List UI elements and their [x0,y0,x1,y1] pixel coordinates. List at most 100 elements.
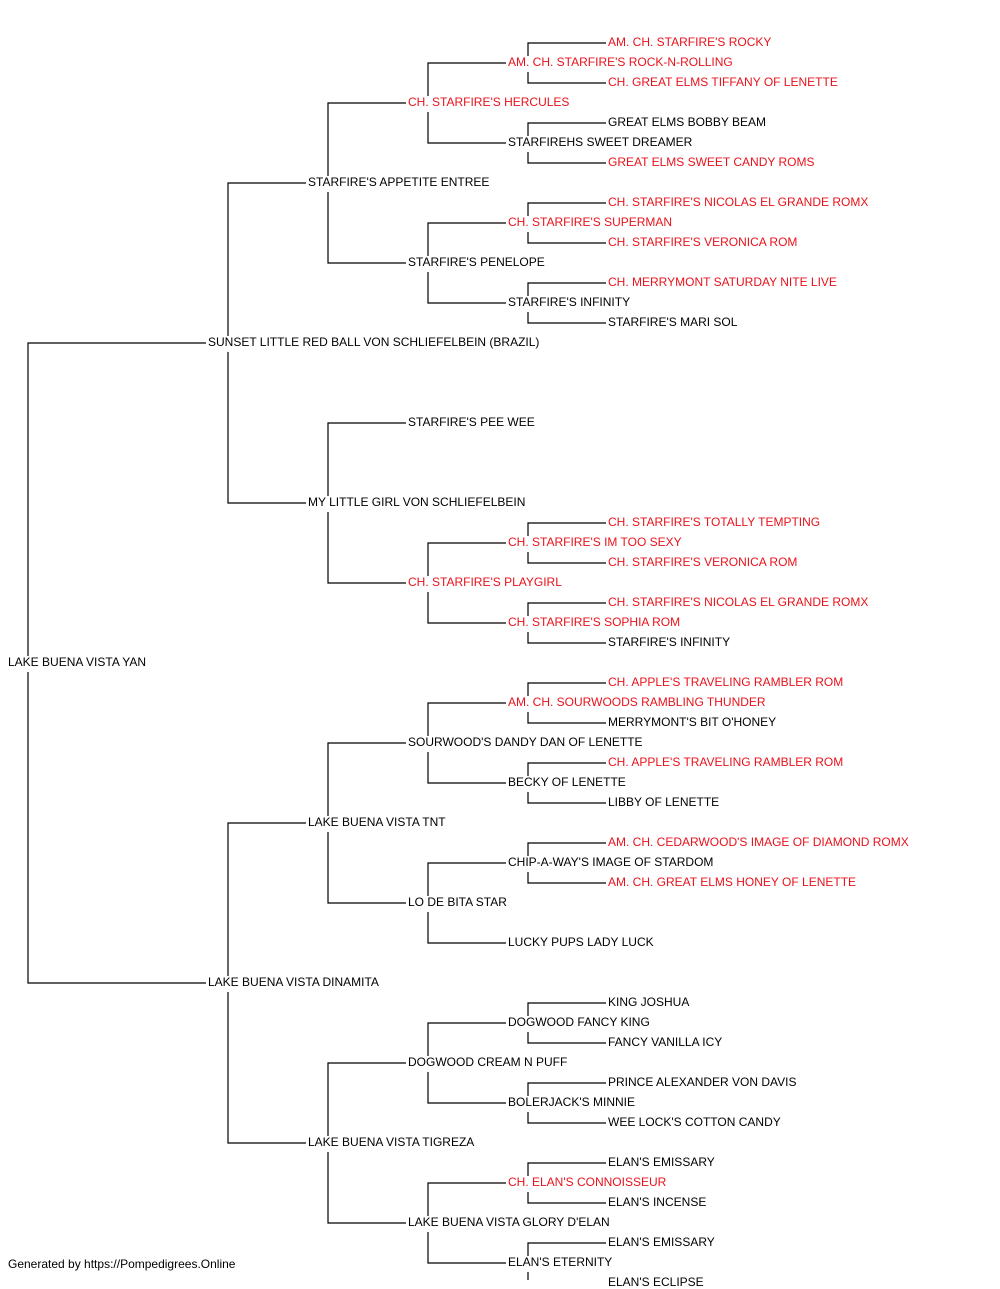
pedigree-connector [427,702,506,736]
pedigree-name: CH. APPLE'S TRAVELING RAMBLER ROM [608,755,844,769]
pedigree-name: LAKE BUENA VISTA YAN [8,655,147,669]
pedigree-name: CH. APPLE'S TRAVELING RAMBLER ROM [608,675,844,689]
pedigree-connector [27,672,206,984]
pedigree-connector [327,102,406,176]
pedigree-name: CH. STARFIRE'S SOPHIA ROM [508,615,681,629]
pedigree-connector [527,682,606,696]
pedigree-name: LUCKY PUPS LADY LUCK [508,935,654,949]
pedigree-connector [527,762,606,776]
pedigree-name: AM. CH. CEDARWOOD'S IMAGE OF DIAMOND ROM… [608,835,909,849]
pedigree-name: AM. CH. GREAT ELMS HONEY OF LENETTE [608,875,857,889]
pedigree-connector [27,342,206,656]
pedigree-name: STARFIRE'S INFINITY [508,295,631,309]
pedigree-connector [427,1232,506,1264]
pedigree-connector [527,42,606,56]
pedigree-name: GREAT ELMS SWEET CANDY ROMS [608,155,815,169]
pedigree-connector [527,72,606,84]
pedigree-connector [327,742,406,816]
pedigree-connector [527,552,606,564]
pedigree-connector [527,1002,606,1016]
pedigree-connector [527,1112,606,1124]
pedigree-connector [327,422,406,496]
pedigree-connector [427,112,506,144]
pedigree-name: BOLERJACK'S MINNIE [508,1095,635,1109]
pedigree-connector [227,992,306,1144]
pedigree-connector [527,152,606,164]
pedigree-name: LAKE BUENA VISTA TNT [308,815,446,829]
pedigree-name: STARFIRE'S PEE WEE [408,415,535,429]
pedigree-name: SUNSET LITTLE RED BALL VON SCHLIEFELBEIN… [208,335,540,349]
pedigree-connector [227,352,306,504]
pedigree-name: KING JOSHUA [608,995,690,1009]
pedigree-name: CH. ELAN'S CONNOISSEUR [508,1175,667,1189]
pedigree-name: CH. STARFIRE'S TOTALLY TEMPTING [608,515,821,529]
pedigree-name: DOGWOOD FANCY KING [508,1015,650,1029]
pedigree-name: STARFIREHS SWEET DREAMER [508,135,693,149]
pedigree-name: LAKE BUENA VISTA GLORY D'ELAN [408,1215,610,1229]
pedigree-name: LO DE BITA STAR [408,895,507,909]
pedigree-connector [327,192,406,264]
pedigree-connector [527,632,606,644]
pedigree-connector [527,122,606,136]
pedigree-name: CH. MERRYMONT SATURDAY NITE LIVE [608,275,837,289]
pedigree-name: LAKE BUENA VISTA DINAMITA [208,975,379,989]
pedigree-name: CH. STARFIRE'S IM TOO SEXY [508,535,682,549]
pedigree-connector [527,792,606,804]
pedigree-connector [227,822,306,976]
pedigree-connector [427,592,506,624]
pedigree-connector [427,272,506,304]
pedigree-name: CH. STARFIRE'S NICOLAS EL GRANDE ROMX [608,595,869,609]
pedigree-connector [527,1082,606,1096]
pedigree-connector [527,1192,606,1204]
pedigree-name: CHIP-A-WAY'S IMAGE OF STARDOM [508,855,714,869]
pedigree-name: ELAN'S EMISSARY [608,1155,715,1169]
pedigree-connector [527,1242,606,1256]
pedigree-connector [527,842,606,856]
pedigree-name: ELAN'S ECLIPSE [608,1275,704,1289]
pedigree-connector [427,1072,506,1104]
pedigree-name: DOGWOOD CREAM N PUFF [408,1055,568,1069]
pedigree-name: LAKE BUENA VISTA TIGREZA [308,1135,475,1149]
pedigree-name: PRINCE ALEXANDER VON DAVIS [608,1075,797,1089]
pedigree-connector [527,202,606,216]
pedigree-name: CH. STARFIRE'S NICOLAS EL GRANDE ROMX [608,195,869,209]
pedigree-name: STARFIRE'S MARI SOL [608,315,738,329]
pedigree-name: STARFIRE'S INFINITY [608,635,731,649]
pedigree-connector [427,222,506,256]
pedigree-connector [527,872,606,884]
pedigree-connector [427,1022,506,1056]
pedigree-name: BECKY OF LENETTE [508,775,626,789]
generated-by-footer: Generated by https://Pompedigrees.Online [8,1257,236,1271]
pedigree-connector [527,312,606,324]
pedigree-connector [527,712,606,724]
pedigree-connector [227,182,306,336]
pedigree-name: CH. GREAT ELMS TIFFANY OF LENETTE [608,75,838,89]
pedigree-name: MERRYMONT'S BIT O'HONEY [608,715,777,729]
pedigree-connector [427,752,506,784]
pedigree-name: FANCY VANILLA ICY [608,1035,723,1049]
pedigree-connector [427,862,506,896]
pedigree-connector [327,512,406,584]
pedigree-connector [527,1032,606,1044]
pedigree-name: LIBBY OF LENETTE [608,795,720,809]
pedigree-name: AM. CH. SOURWOODS RAMBLING THUNDER [508,695,766,709]
pedigree-name: GREAT ELMS BOBBY BEAM [608,115,767,129]
pedigree-name: ELAN'S EMISSARY [608,1235,715,1249]
pedigree-connector [527,1272,529,1280]
pedigree-name: MY LITTLE GIRL VON SCHLIEFELBEIN [308,495,526,509]
pedigree-name: WEE LOCK'S COTTON CANDY [608,1115,781,1129]
pedigree-name: STARFIRE'S APPETITE ENTREE [308,175,490,189]
pedigree-connector [327,1152,406,1224]
pedigree-name: STARFIRE'S PENELOPE [408,255,545,269]
pedigree-name: ELAN'S INCENSE [608,1195,707,1209]
pedigree-connector [427,542,506,576]
pedigree-connector [327,1062,406,1136]
pedigree-name: CH. STARFIRE'S PLAYGIRL [408,575,562,589]
pedigree-name: ELAN'S ETERNITY [508,1255,613,1269]
pedigree-name: CH. STARFIRE'S VERONICA ROM [608,235,798,249]
pedigree-name: CH. STARFIRE'S SUPERMAN [508,215,673,229]
pedigree-connector [427,1182,506,1216]
pedigree-connector [527,232,606,244]
pedigree-connector [427,912,506,944]
